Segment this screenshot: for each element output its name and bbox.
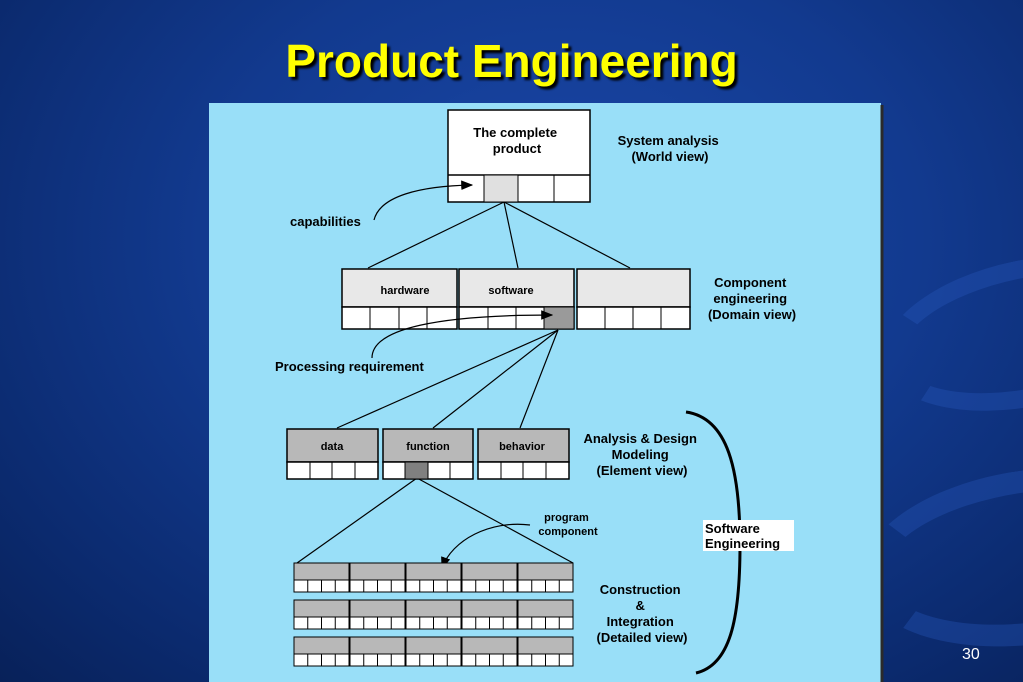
program-component-cell <box>349 599 406 630</box>
construction-label-line2: & <box>635 598 644 613</box>
program-component-cell <box>517 599 574 630</box>
program-component-cell <box>461 562 518 593</box>
system-analysis-label: System analysis <box>618 133 719 148</box>
world-view-label: (World view) <box>631 149 708 164</box>
program-component-cell <box>461 599 518 630</box>
program-component-cell <box>293 562 350 593</box>
analysis-label-line2: Modeling <box>612 447 669 462</box>
program-component-cell <box>405 599 462 630</box>
analysis-label-line3: (Element view) <box>596 463 687 478</box>
component-label-line1: Component <box>714 275 787 290</box>
detailed-component-grid <box>293 562 574 667</box>
data-box: data <box>286 428 379 480</box>
svg-text:The complete product: The complete product <box>473 125 560 156</box>
top-box-label-line2: product <box>493 141 542 156</box>
component-label-line2: engineering <box>713 291 787 306</box>
svg-text:Analysis & Design Modeling: Analysis & Design Modeling (Element view… <box>583 431 700 478</box>
other-component-box <box>576 268 691 330</box>
program-component-cell <box>293 599 350 630</box>
svg-text:Component engineering: Component engineering (Domain view) <box>708 275 796 322</box>
page-number: 30 <box>962 646 980 663</box>
software-engineering-box <box>703 520 794 551</box>
tree-connectors <box>296 201 631 564</box>
construction-label-line1: Construction <box>600 582 681 597</box>
program-component-cell <box>293 636 350 667</box>
software-engineering-line2: Engineering <box>705 536 780 551</box>
program-label-line1: program <box>544 512 589 524</box>
complete-product-box: The complete product <box>447 109 591 203</box>
capabilities-arrow <box>373 180 474 221</box>
svg-text:program component: program component <box>538 512 598 538</box>
construction-label-line4: (Detailed view) <box>596 630 687 645</box>
software-engineering-line1: Software <box>705 521 760 536</box>
top-box-label-line1: The complete <box>473 125 557 140</box>
program-component-cell <box>405 636 462 667</box>
program-component-cell <box>517 636 574 667</box>
construction-label-line3: Integration <box>607 614 674 629</box>
program-component-cell <box>349 636 406 667</box>
software-label: software <box>488 285 533 297</box>
hardware-label: hardware <box>381 285 430 297</box>
processing-requirement-label: Processing requirement <box>275 359 424 374</box>
svg-text:Software Engineering: Software Engineering <box>705 521 780 551</box>
function-label: function <box>406 441 450 453</box>
program-component-cell <box>405 562 462 593</box>
program-component-cell <box>461 636 518 667</box>
program-component-cell <box>517 562 574 593</box>
svg-text:System analysis (World vie: System analysis (World view) <box>618 133 723 164</box>
svg-text:Construction & Integra: Construction & Integration (Detailed vie… <box>596 582 687 645</box>
program-label-line2: component <box>538 526 598 538</box>
program-component-cell <box>349 562 406 593</box>
software-box: software <box>458 268 575 330</box>
program-component-arrow <box>441 523 531 570</box>
component-label-line3: (Domain view) <box>708 307 796 322</box>
processing-arrow <box>371 310 554 359</box>
function-box: function <box>382 428 474 480</box>
analysis-label-line1: Analysis & Design <box>583 431 696 446</box>
data-label: data <box>321 441 345 453</box>
behavior-box: behavior <box>477 428 570 480</box>
slide-title: Product Engineering <box>285 35 738 87</box>
capabilities-label: capabilities <box>290 214 361 229</box>
behavior-label: behavior <box>499 441 546 453</box>
hardware-box: hardware <box>341 268 458 330</box>
